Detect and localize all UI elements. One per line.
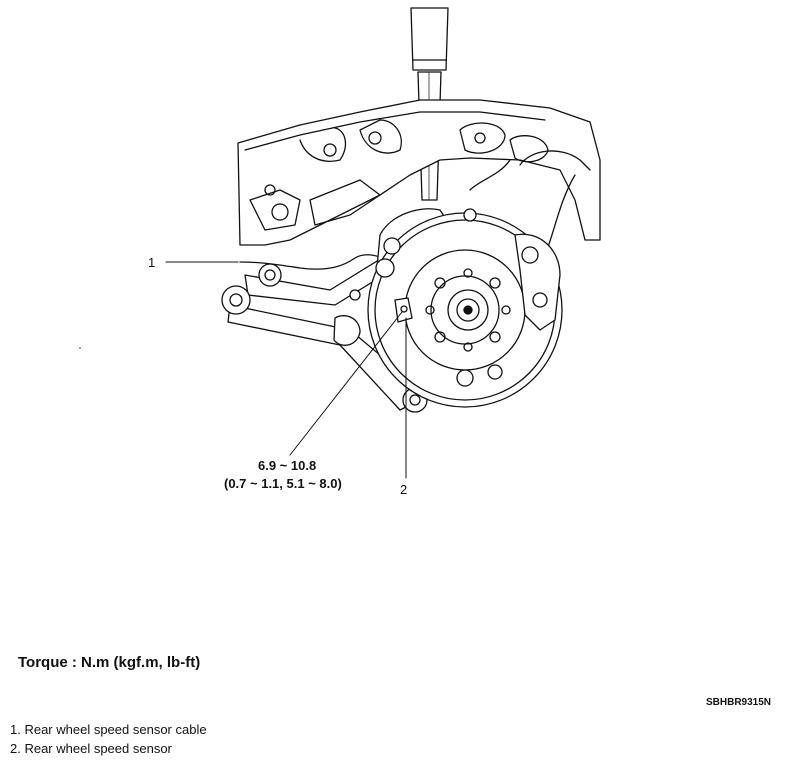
callout-label-1: 1 [148,255,156,270]
rear-suspension-illustration [79,7,601,479]
mounting-bolts [349,208,503,387]
parts-legend: 1. Rear wheel speed sensor cable 2. Rear… [10,720,207,758]
leader-lines [165,261,407,479]
torque-value: 6.9 ~ 10.8 [258,458,317,473]
torque-units-title: Torque : N.m (kgf.m, lb-ft) [18,654,201,671]
torque-conversion: (0.7 ~ 1.1, 5.1 ~ 8.0) [224,476,342,491]
legend-item: 1. Rear wheel speed sensor cable [10,722,207,737]
lower-control-arm [221,249,428,413]
scan-dot [79,347,81,349]
brake-disc [367,212,563,408]
subframe [237,99,601,246]
brake-caliper [514,233,561,331]
callout-label-2: 2 [400,482,408,497]
legend-item: 2. Rear wheel speed sensor [10,741,172,756]
figure-code: SBHBR9315N [706,697,772,708]
